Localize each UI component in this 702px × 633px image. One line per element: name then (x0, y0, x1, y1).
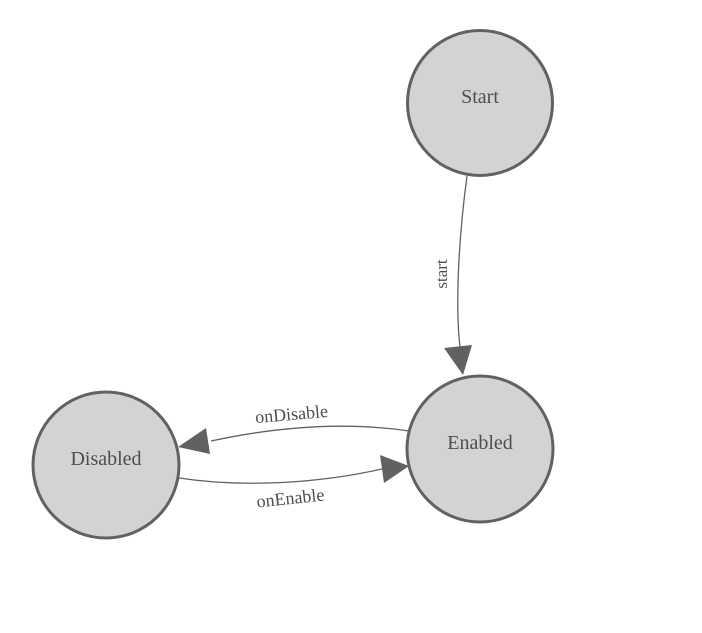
node-start-circle[interactable] (406, 29, 554, 177)
edge-on-enable-transition: onEnable (178, 455, 409, 512)
edge-start-transition: start (432, 175, 472, 375)
edge-start-line (457, 175, 468, 348)
arrowhead-left-icon (178, 428, 210, 454)
edge-on-disable-line (210, 425, 410, 442)
edge-label-on-disable: onDisable (254, 401, 328, 427)
edge-label-start: start (432, 259, 451, 289)
arrowhead-right-icon (380, 455, 409, 483)
node-start-label: Start (461, 86, 499, 108)
node-enabled-label: Enabled (447, 432, 513, 454)
node-enabled-circle[interactable] (405, 374, 555, 524)
node-enabled[interactable]: Enabled (405, 374, 555, 524)
node-disabled[interactable]: Disabled (31, 390, 181, 540)
node-start[interactable]: Start (406, 29, 554, 177)
edge-on-disable-transition: onDisable (178, 401, 410, 454)
arrowhead-down-icon (444, 345, 472, 375)
node-disabled-label: Disabled (70, 448, 141, 470)
node-disabled-circle[interactable] (31, 390, 181, 540)
edge-on-enable-line (178, 468, 383, 484)
edge-label-on-enable: onEnable (256, 485, 326, 512)
